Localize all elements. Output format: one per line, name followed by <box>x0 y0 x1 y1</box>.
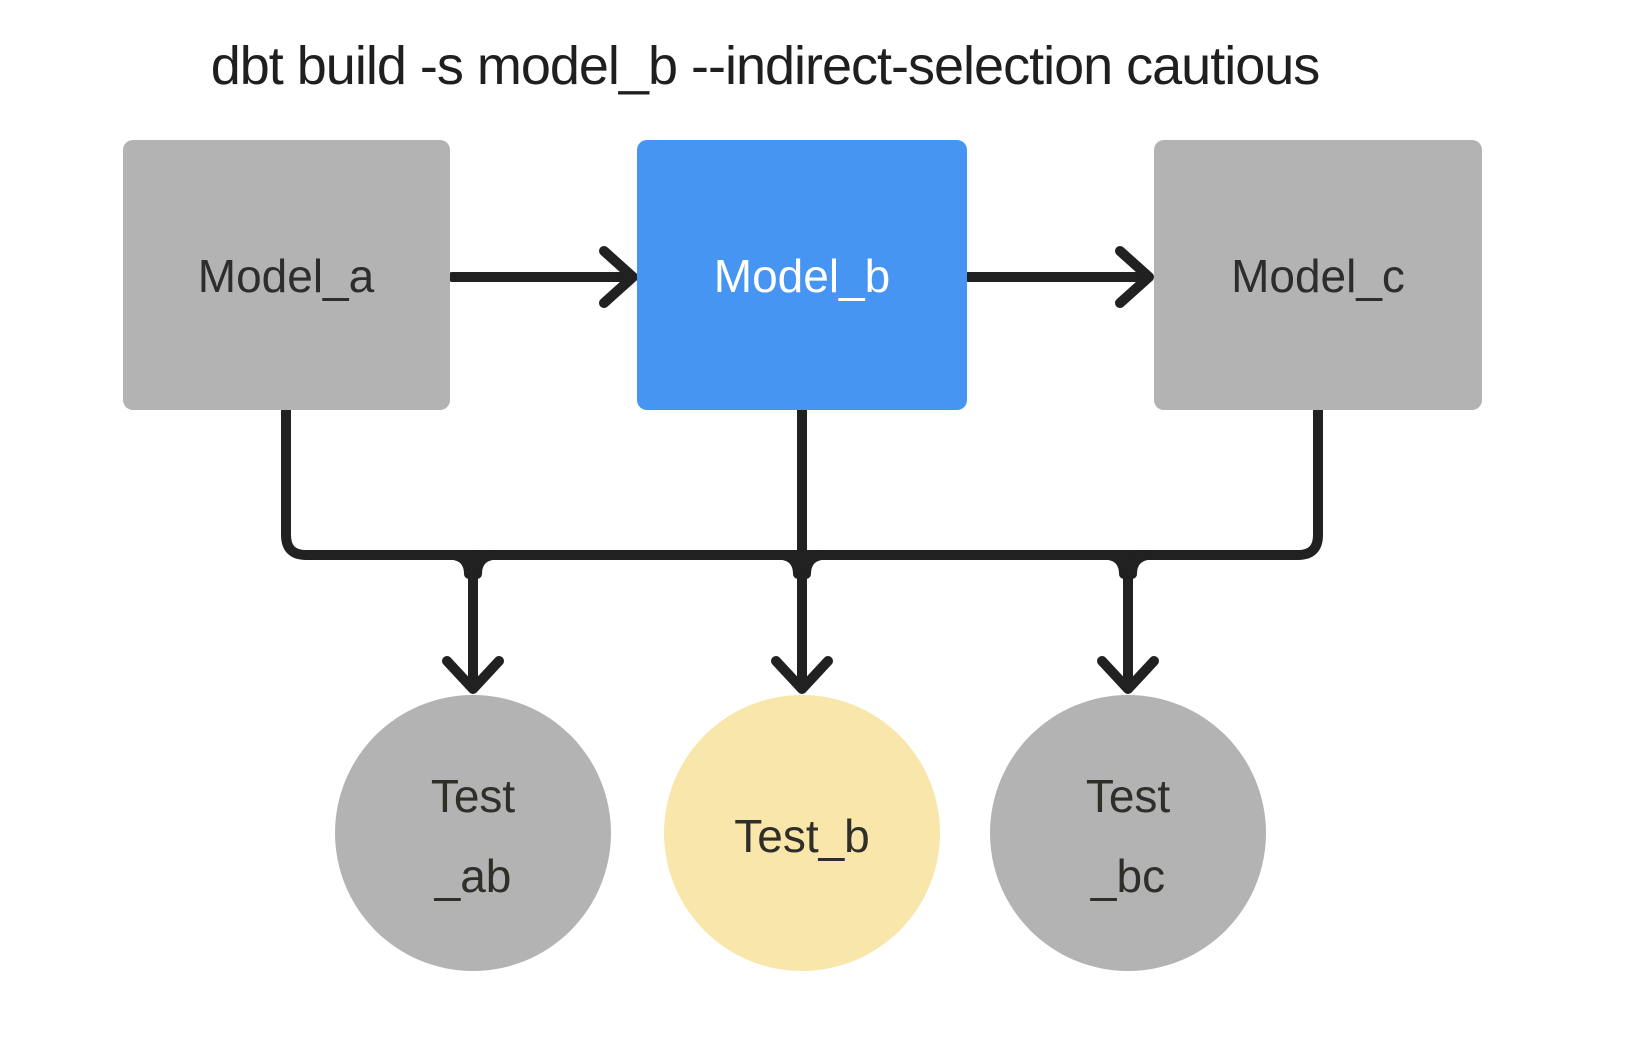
test-bc-label-line2: _bc <box>1090 850 1165 902</box>
arrowhead-test-bc <box>1097 656 1159 694</box>
edge-model-a-to-model-b <box>447 246 638 308</box>
junction-fillet-test-b-right <box>801 550 826 579</box>
edge-model-a-to-model-b-arrowhead <box>599 246 638 308</box>
edge-model-b-to-model-c-arrowhead <box>1115 246 1154 308</box>
arrowhead-test-ab <box>442 656 504 694</box>
model-b-node <box>637 140 967 410</box>
model-b-label: Model_b <box>714 250 890 302</box>
test-nodes: Test _ab Test_b Test _bc <box>335 695 1266 971</box>
junction-fillet-test-b-left <box>778 550 803 579</box>
junction-fillet-test-ab-left <box>449 550 474 579</box>
edges <box>281 246 1323 694</box>
test-bc-label-line1: Test <box>1086 770 1171 822</box>
test-bc-node <box>990 695 1266 971</box>
model-a-node <box>123 140 450 410</box>
model-a-label: Model_a <box>198 250 375 302</box>
test-b-node <box>664 695 940 971</box>
test-ab-label-line2: _ab <box>434 850 512 902</box>
edge-model-b-to-model-c <box>963 246 1154 308</box>
test-b-label: Test_b <box>734 810 870 862</box>
arrowhead-test-b <box>771 656 833 694</box>
test-ab-node <box>335 695 611 971</box>
junction-fillet-test-bc-left <box>1104 550 1129 579</box>
model-c-label: Model_c <box>1231 250 1405 302</box>
junction-fillet-test-ab-right <box>472 550 497 579</box>
diagram-title: dbt build -s model_b --indirect-selectio… <box>211 36 1320 96</box>
test-ab-label-line1: Test <box>431 770 516 822</box>
junction-fillet-test-bc-right <box>1127 550 1152 579</box>
model-c-node <box>1154 140 1482 410</box>
model-nodes: Model_a Model_b Model_c <box>123 140 1482 410</box>
